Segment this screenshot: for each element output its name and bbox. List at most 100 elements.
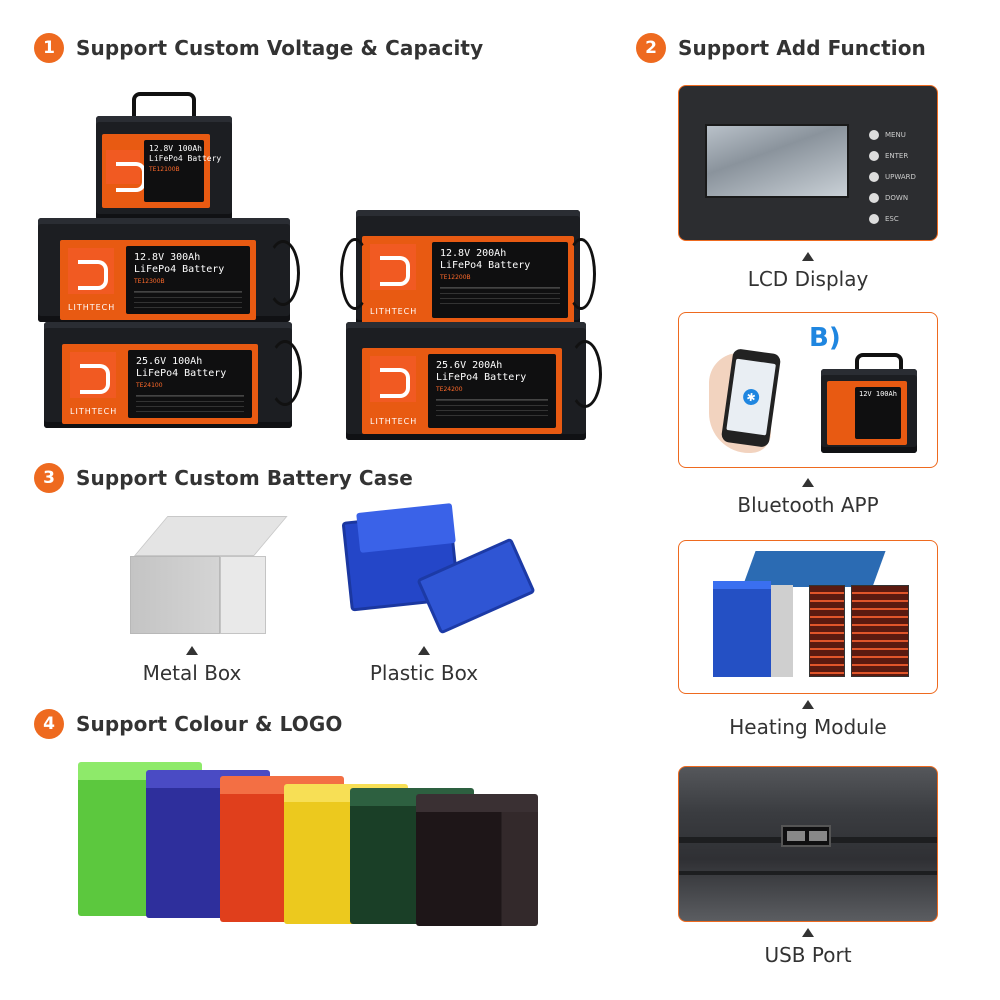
battery-25v-200ah: LITHTECH 25.6V 200Ah LiFePo4 Battery TE2… [346,322,586,440]
battery-code: TE12100B [149,166,180,173]
battery-cell [713,581,771,677]
battery-voltage: 12.8V 200Ah [440,248,507,259]
usb-port-label: USB Port [764,943,852,967]
up-triangle-icon [802,928,814,937]
bluetooth-icon: ✱ [742,387,761,407]
section-1-title: Support Custom Voltage & Capacity [76,36,484,60]
battery-voltage: 25.6V 100Ah [136,356,203,367]
battery-chemistry: LiFePo4 Battery [149,154,222,163]
battery-voltage: 12V 100Ah [859,390,897,398]
brand-logo-icon [68,248,114,294]
lcd-button-menu[interactable]: MENU [869,124,916,145]
brand-logo-icon [106,150,146,192]
bluetooth-app-caption: Bluetooth APP [678,478,938,517]
lcd-button-label: UPWARD [885,172,916,181]
up-triangle-icon [418,646,430,655]
battery-25v-100ah: LITHTECH 25.6V 100Ah LiFePo4 Battery TE2… [44,322,292,428]
battery-rope [568,340,602,408]
lcd-button-label: DOWN [885,193,909,202]
lcd-screen [705,124,849,198]
battery-voltage: 25.6V 200Ah [436,360,503,371]
battery-handle [855,353,903,379]
battery-rope [268,340,302,406]
section-3-badge: 3 [34,463,64,493]
usb-port-icon [781,825,831,847]
section-4-badge: 4 [34,709,64,739]
battery-cell-face [771,585,793,677]
section-3-title: Support Custom Battery Case [76,466,413,490]
spec-lines [134,291,242,309]
metal-box-side [220,556,266,634]
button-dot-icon [869,213,879,224]
phone-screen: ✱ [726,358,776,436]
battery-spec-panel: 12.8V 300Ah LiFePo4 Battery TE12300B [126,246,250,314]
metal-box-image [126,516,288,636]
heating-film [851,585,909,677]
battery-voltage: 12.8V 300Ah [134,252,201,263]
battery-rope [340,238,370,310]
battery-spec-panel: 25.6V 200Ah LiFePo4 Battery TE24200 [428,354,556,428]
section-2-title: Support Add Function [678,36,926,60]
battery-chemistry: LiFePo4 Battery [134,264,225,275]
battery-voltage: 12.8V 100Ah [149,144,202,153]
usb-port-image [678,766,938,922]
battery-label: LITHTECH 12.8V 200Ah LiFePo4 Battery TE1… [362,236,574,324]
section-2-badge: 2 [636,33,666,63]
button-dot-icon [869,171,879,182]
button-dot-icon [869,150,879,161]
bluetooth-app-label: Bluetooth APP [737,493,879,517]
lcd-button-esc[interactable]: ESC [869,208,916,229]
lcd-button-down[interactable]: DOWN [869,187,916,208]
battery-spec-panel: 12.8V 100Ah LiFePo4 Battery TE12100B [144,140,222,202]
case-groove [679,871,937,875]
usb-port-caption: USB Port [678,928,938,967]
lcd-button-enter[interactable]: ENTER [869,145,916,166]
plastic-box-image [334,494,536,635]
heating-module-caption: Heating Module [678,700,938,739]
spec-lines [136,395,244,413]
brand-name: LITHTECH [370,307,418,316]
brand-logo-icon [370,356,416,402]
battery-label: 12V 100Ah [827,381,907,445]
section-4-title: Support Colour & LOGO [76,712,343,736]
metal-box-top [134,516,288,556]
heating-module-image [678,540,938,694]
up-triangle-icon [802,252,814,261]
battery-label: LITHTECH 25.6V 100Ah LiFePo4 Battery TE2… [62,344,258,424]
section-1-header: 1 Support Custom Voltage & Capacity [34,33,483,63]
lcd-display-caption: LCD Display [678,252,938,291]
battery-chemistry: LiFePo4 Battery [440,260,531,271]
brand-logo-icon [370,244,416,290]
metal-box-caption: Metal Box [112,646,272,685]
battery-chemistry: LiFePo4 Battery [136,368,227,379]
brand-name: LITHTECH [70,407,118,416]
lcd-display-label: LCD Display [747,267,869,291]
button-dot-icon [869,192,879,203]
section-4-header: 4 Support Colour & LOGO [34,709,342,739]
heating-film [809,585,845,677]
battery-label: LITHTECH 25.6V 200Ah LiFePo4 Battery TE2… [362,348,562,434]
lcd-button-list: MENU ENTER UPWARD DOWN ESC [869,124,916,229]
spec-lines [436,399,548,417]
brand-name: LITHTECH [68,303,116,312]
up-triangle-icon [802,478,814,487]
button-dot-icon [869,129,879,140]
battery-code: TE24200 [436,386,463,393]
spec-lines [440,287,560,305]
battery-code: TE24100 [136,382,163,389]
battery-12v-200ah: LITHTECH 12.8V 200Ah LiFePo4 Battery TE1… [356,210,580,326]
lcd-button-upward[interactable]: UPWARD [869,166,916,187]
battery-rope [566,238,596,310]
lcd-button-label: ENTER [885,151,909,160]
lcd-display-image: MENU ENTER UPWARD DOWN ESC [678,85,938,241]
plastic-box-label: Plastic Box [369,661,479,685]
battery-spec-panel: 12.8V 200Ah LiFePo4 Battery TE12200B [432,242,568,318]
heating-module-label: Heating Module [729,715,887,739]
bluetooth-battery: 12V 100Ah [821,369,917,453]
bluetooth-signal-icon: B) [809,323,841,353]
battery-12v-300ah: LITHTECH 12.8V 300Ah LiFePo4 Battery TE1… [38,218,290,322]
battery-label: 12.8V 100Ah LiFePo4 Battery TE12100B [102,134,222,208]
section-1-badge: 1 [34,33,64,63]
battery-rope [266,240,300,306]
black-battery-case [416,794,538,926]
